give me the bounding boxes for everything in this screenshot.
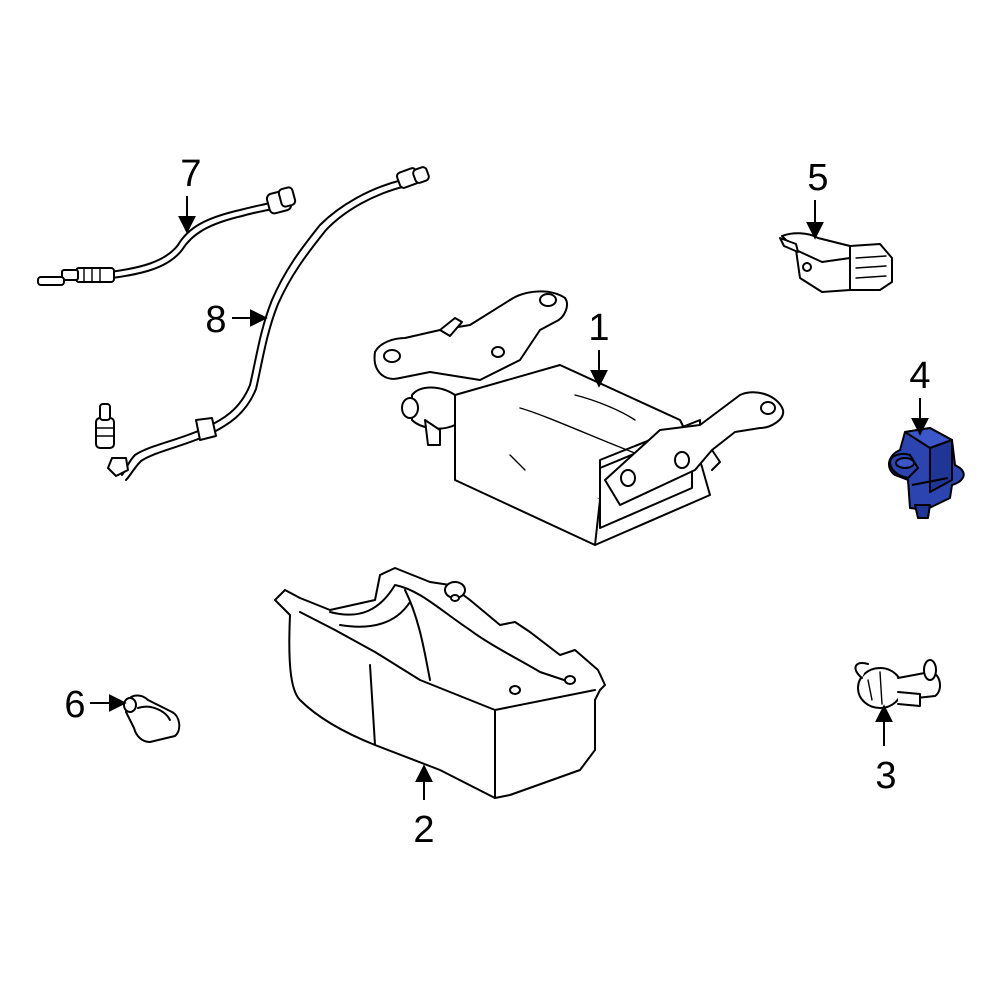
part-7-oxygen-sensor[interactable] xyxy=(37,186,297,286)
callout-4: 4 xyxy=(909,355,930,397)
callout-8: 8 xyxy=(205,299,226,341)
callout-3: 3 xyxy=(875,755,896,797)
callout-7: 7 xyxy=(180,153,201,195)
callout-arrows xyxy=(90,196,929,800)
part-3-vsv-valve[interactable] xyxy=(854,659,942,709)
callout-1: 1 xyxy=(588,307,609,349)
part-2-canister-cover[interactable] xyxy=(274,567,606,799)
part-5-vacuum-sensor[interactable] xyxy=(779,232,893,293)
part-1-vapor-canister[interactable] xyxy=(373,290,785,546)
callout-2: 2 xyxy=(413,809,434,851)
callout-6: 6 xyxy=(64,684,85,726)
callout-labels: 1 2 3 4 5 6 7 8 xyxy=(64,153,930,851)
part-4-purge-valve[interactable] xyxy=(888,427,965,519)
part-8-oxygen-sensor[interactable] xyxy=(95,166,430,481)
part-6-grommet[interactable] xyxy=(123,694,181,743)
callout-5: 5 xyxy=(807,157,828,199)
